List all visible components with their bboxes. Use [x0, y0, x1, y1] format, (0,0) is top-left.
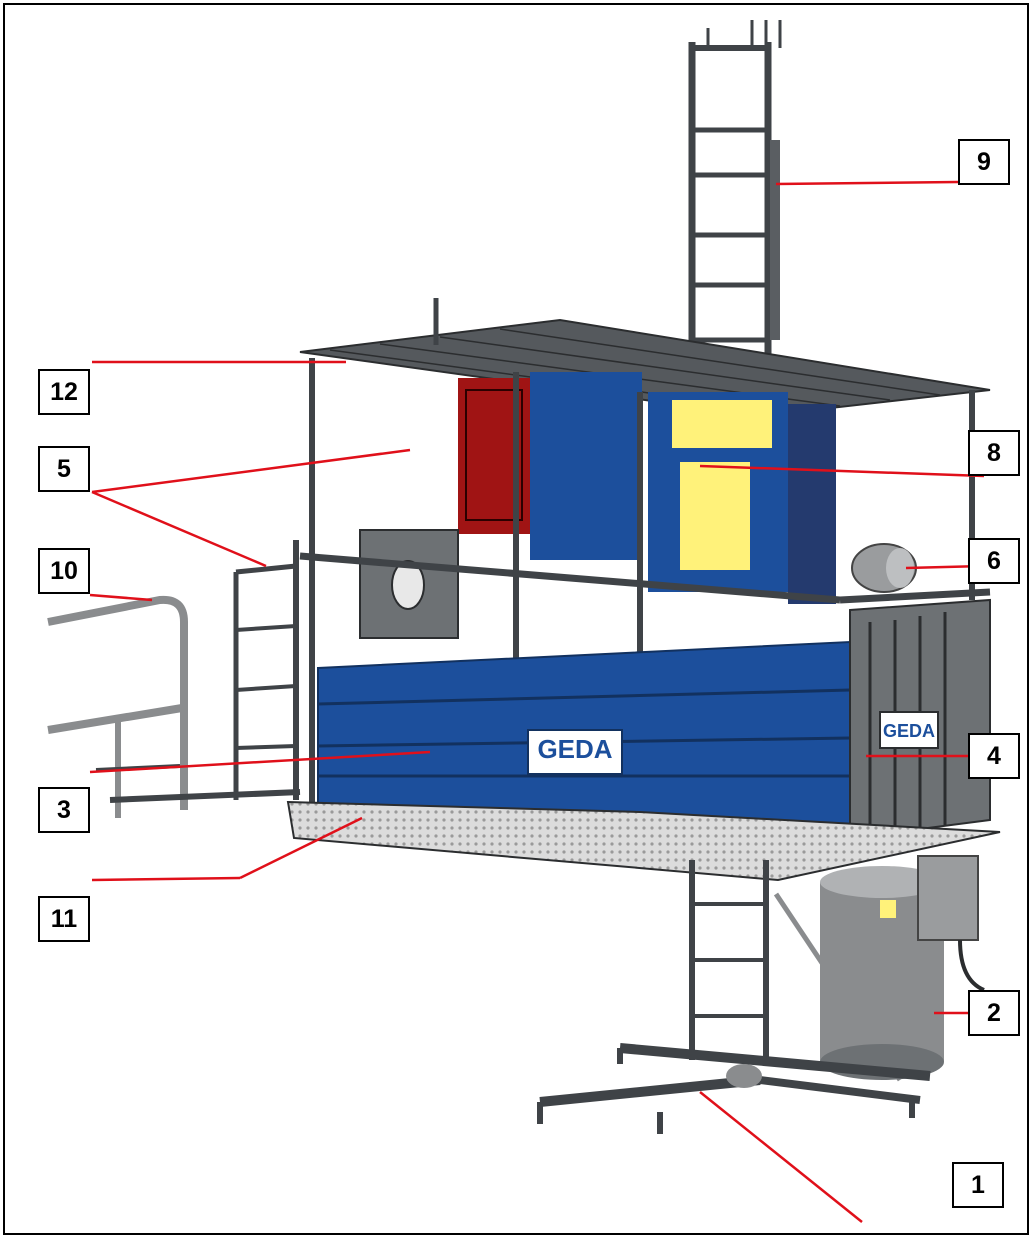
callout-10: 10 — [38, 548, 90, 594]
side-cage: GEDA — [849, 598, 991, 840]
upper-cage — [359, 372, 917, 639]
roof — [299, 298, 991, 418]
svg-text:GEDA: GEDA — [883, 721, 935, 741]
mast-upper — [688, 20, 782, 360]
gate-and-railing — [47, 540, 301, 818]
callout-1: 1 — [952, 1162, 1004, 1208]
diagram-frame — [3, 3, 1029, 1235]
geda-logo: GEDA — [527, 729, 623, 775]
cylinder-container — [820, 855, 985, 1080]
callout-9: 9 — [958, 139, 1010, 185]
callout-8: 8 — [968, 430, 1020, 476]
callout-3: 3 — [38, 787, 90, 833]
callout-2: 2 — [968, 990, 1020, 1036]
leader-lines — [89, 180, 985, 1223]
base-frame — [537, 1043, 931, 1134]
mast-lower — [689, 860, 903, 1082]
callout-6: 6 — [968, 538, 1020, 584]
callout-4: 4 — [968, 733, 1020, 779]
callout-11: 11 — [38, 896, 90, 942]
callout-5: 5 — [38, 446, 90, 492]
floor-platform — [286, 800, 1001, 882]
callout-12: 12 — [38, 369, 90, 415]
svg-text:GEDA: GEDA — [537, 734, 612, 764]
